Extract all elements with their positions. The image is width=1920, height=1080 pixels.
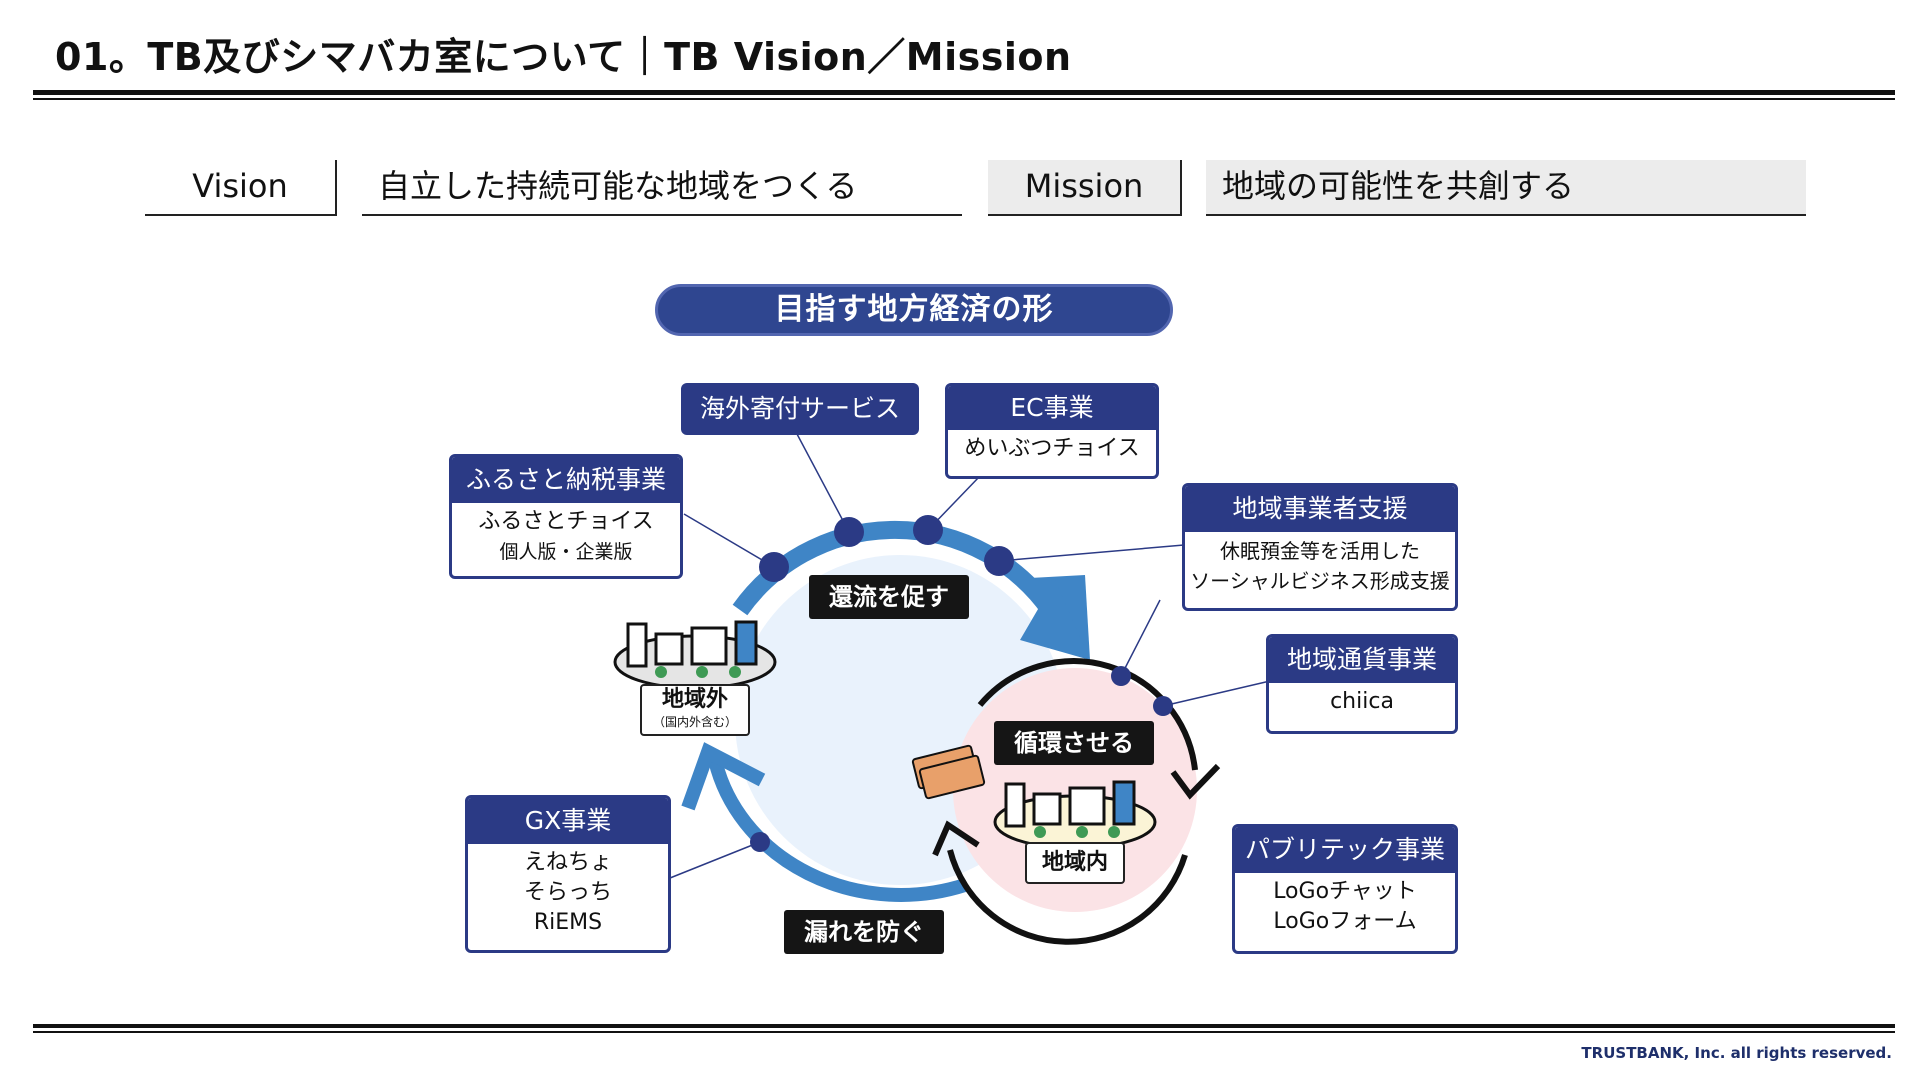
- business-title: パブリテック事業: [1235, 827, 1455, 873]
- page-title: 01。TB及びシマバカ室について｜TB Vision／Mission: [55, 35, 1072, 79]
- business-title: 海外寄付サービス: [681, 383, 919, 435]
- leak-prevention-tag: 漏れを防ぐ: [784, 910, 944, 954]
- header-rule: [33, 90, 1895, 95]
- leak-flow-arrowhead: [681, 742, 766, 811]
- business-box-publitech: パブリテック事業 LoGoチャット LoGoフォーム: [1232, 824, 1458, 954]
- business-title: 地域通貨事業: [1269, 637, 1455, 683]
- header-rule-thin: [33, 98, 1895, 100]
- outside-region-label: 地域外 （国内外含む）: [640, 684, 750, 736]
- vision-label: Vision: [145, 160, 337, 216]
- copyright: TRUSTBANK, Inc. all rights reserved.: [1581, 1044, 1892, 1062]
- business-box-ec: EC事業 めいぶつチョイス: [945, 383, 1159, 479]
- business-line: ソーシャルビジネス形成支援: [1190, 569, 1450, 593]
- money-icon: [911, 744, 986, 800]
- business-line: ふるさとチョイス: [478, 509, 654, 534]
- inside-town-illustration: [993, 780, 1157, 850]
- diagram-title: 目指す地方経済の形: [655, 284, 1173, 336]
- inside-region-label: 地域内: [1025, 842, 1125, 884]
- outside-town-illustration: [613, 620, 777, 690]
- business-box-gx: GX事業 えねちょ そらっち RiEMS: [465, 795, 671, 953]
- circulate-arrow: [977, 658, 1198, 771]
- circulate-tag: 循環させる: [994, 721, 1154, 765]
- business-box-overseas: 海外寄付サービス: [681, 383, 919, 435]
- vision-text: 自立した持続可能な地域をつくる: [362, 160, 962, 216]
- business-line: えねちょ: [523, 850, 612, 875]
- business-box-furusato: ふるさと納税事業 ふるさとチョイス 個人版・企業版: [449, 454, 683, 579]
- business-line: 個人版・企業版: [499, 541, 633, 563]
- business-line: LoGoチャット: [1273, 879, 1417, 904]
- business-title: EC事業: [948, 386, 1156, 430]
- footer-rule-thin: [33, 1031, 1895, 1033]
- footer-rule: [33, 1024, 1895, 1028]
- outside-label-text: 地域外: [661, 687, 728, 712]
- mission-label: Mission: [988, 160, 1182, 216]
- mission-text: 地域の可能性を共創する: [1206, 160, 1806, 216]
- business-box-currency: 地域通貨事業 chiica: [1266, 634, 1458, 734]
- business-line: LoGoフォーム: [1273, 909, 1417, 934]
- business-line: 休眠預金等を活用した: [1220, 539, 1420, 563]
- business-line: そらっち: [523, 880, 612, 905]
- business-title: 地域事業者支援: [1185, 486, 1455, 532]
- leak-flow-arrow: [708, 758, 968, 902]
- business-title: ふるさと納税事業: [452, 457, 680, 503]
- business-box-local-support: 地域事業者支援 休眠預金等を活用した ソーシャルビジネス形成支援: [1182, 483, 1458, 611]
- business-line: chiica: [1330, 689, 1394, 714]
- outside-label-sub: （国内外含む）: [652, 715, 737, 729]
- business-line: RiEMS: [533, 910, 603, 935]
- business-line: めいぶつチョイス: [964, 436, 1140, 461]
- business-title: GX事業: [468, 798, 668, 844]
- inside-label-text: 地域内: [1041, 850, 1108, 875]
- return-flow-tag: 還流を促す: [809, 575, 969, 619]
